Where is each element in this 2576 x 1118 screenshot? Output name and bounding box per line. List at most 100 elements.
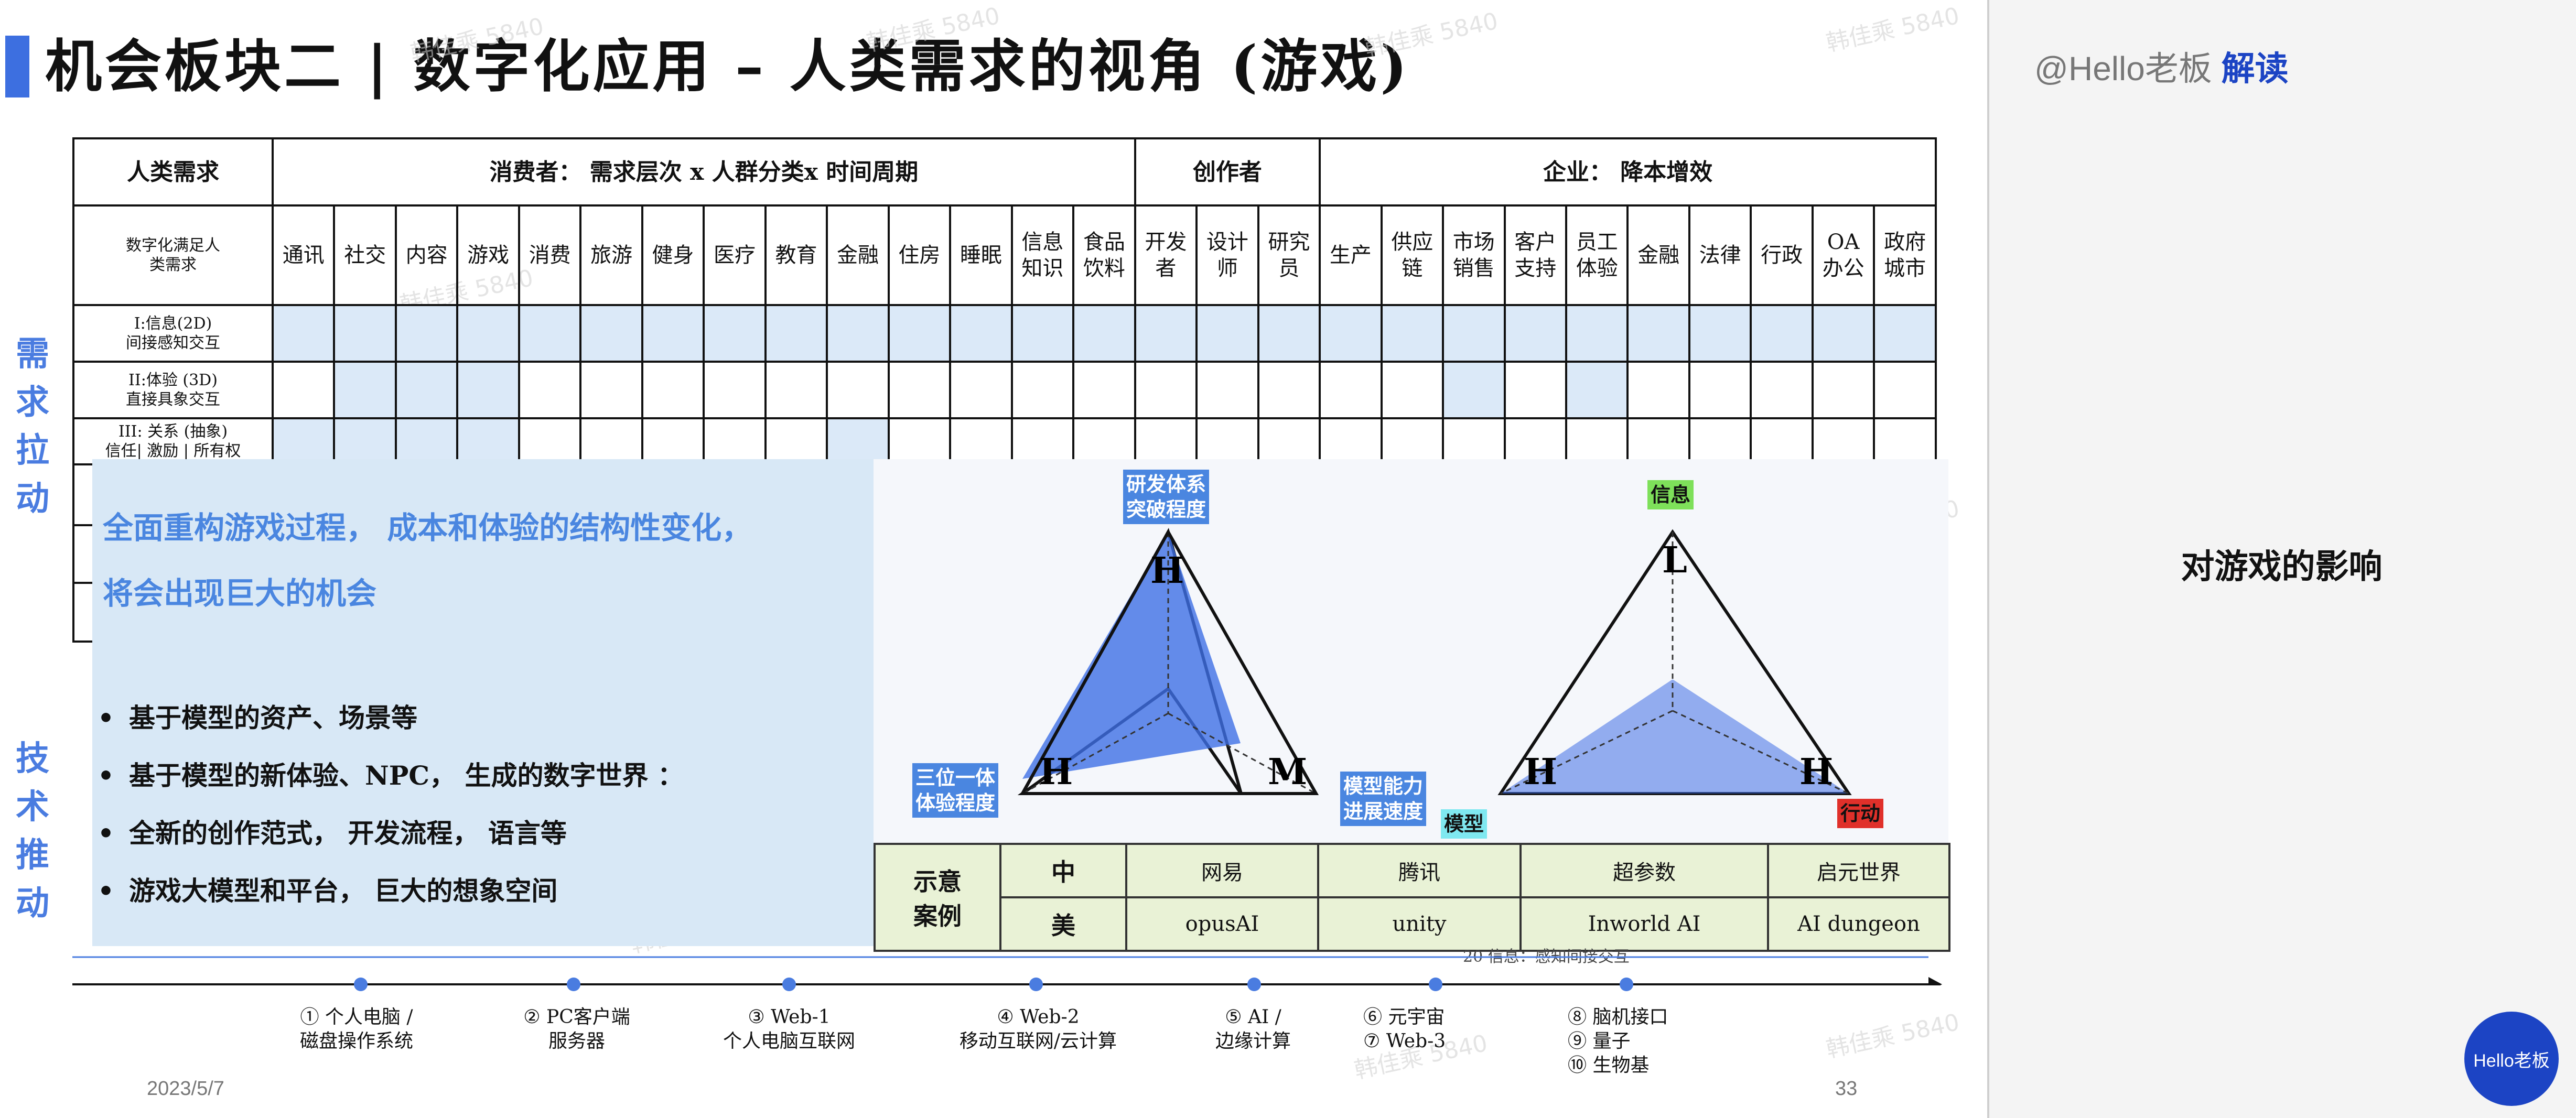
matrix-cell <box>826 361 890 419</box>
tech-push-char: 推 <box>16 835 49 875</box>
timeline-label-line: ⑥ 元宇宙 <box>1363 1006 1445 1028</box>
row-label-line: III: 关系 (抽象) <box>118 422 228 441</box>
matrix-cell <box>1319 417 1383 465</box>
matrix-cell <box>1010 417 1075 465</box>
matrix-cell <box>1134 417 1198 465</box>
column-header: 法律 <box>1688 204 1752 306</box>
column-header: 设计师 <box>1195 204 1259 306</box>
column-header: 行政 <box>1750 204 1814 306</box>
demand-pull-label: 需 求 拉 动 <box>12 330 53 523</box>
examples-label: 示意 案例 <box>874 843 1001 952</box>
timeline-label-line: ② PC客户端 <box>523 1006 630 1028</box>
matrix-cell <box>1688 361 1752 419</box>
timeline-label-line: 服务器 <box>548 1030 605 1052</box>
matrix-cell <box>1442 417 1506 465</box>
matrix-cell <box>949 304 1013 363</box>
matrix-cell <box>1442 304 1506 363</box>
tag-model-progress: 模型能力 进展速度 <box>1340 772 1427 826</box>
timeline-label: ⑤ AI / 边缘计算 <box>1180 1005 1327 1054</box>
matrix-cell <box>579 361 643 419</box>
bullet-text: 基于模型的新体验、NPC， 生成的数字世界 ： <box>129 760 684 791</box>
matrix-cell <box>1319 304 1383 363</box>
triangle-right-axis <box>1500 710 1673 795</box>
tag-model: 模型 <box>1441 809 1488 839</box>
timeline-label-line: 边缘计算 <box>1215 1030 1291 1052</box>
tag-information: 信息 <box>1647 480 1694 509</box>
timeline-label-line: ① 个人电脑 / <box>300 1006 413 1028</box>
matrix-cell <box>333 417 397 465</box>
footer-date: 2023/5/7 <box>147 1078 224 1100</box>
column-header: 信息知识 <box>1010 204 1075 306</box>
timeline-dot <box>1429 978 1442 991</box>
tag-line: 体验程度 <box>915 791 996 815</box>
timeline-label-line: ⑩ 生物基 <box>1568 1055 1650 1076</box>
column-header: 教育 <box>764 204 828 306</box>
bullet-item: •全新的创作范式， 开发流程， 语言等 <box>98 818 567 849</box>
triangle-right-vertex-top: L <box>1662 539 1687 581</box>
column-header: 金融 <box>1626 204 1690 306</box>
tech-push-label: 技 术 推 动 <box>12 735 53 928</box>
column-header: 游戏 <box>456 204 520 306</box>
matrix-cell <box>1750 417 1814 465</box>
table-row: II:体验 (3D)直接具象交互 <box>72 361 1937 419</box>
timeline-label-line: ⑨ 量子 <box>1568 1030 1631 1052</box>
example-cell: AI dungeon <box>1767 896 1950 952</box>
timeline-label-line: 移动互联网/云计算 <box>959 1030 1117 1052</box>
matrix-cell <box>518 304 582 363</box>
matrix-cell <box>641 417 705 465</box>
matrix-cell <box>764 304 828 363</box>
bracket-line <box>72 461 74 643</box>
brand-logo[interactable]: Hello老板 <box>2464 1012 2559 1106</box>
column-header: 供应链 <box>1380 204 1445 306</box>
header-enterprise: 企业： 降本增效 <box>1319 137 1937 207</box>
tag-line: 研发体系 <box>1126 472 1206 496</box>
triangle-right-axis <box>1672 710 1849 795</box>
column-header: 金融 <box>826 204 890 306</box>
examples-label-line: 示意 <box>913 867 962 896</box>
bracket-tick <box>72 524 92 526</box>
row-label-line: 间接感知交互 <box>126 334 220 352</box>
triangle-right-area <box>1501 679 1849 794</box>
timeline-label-line: ⑧ 脑机接口 <box>1568 1006 1668 1028</box>
bullet-text: 基于模型的资产、场景等 <box>129 702 417 733</box>
table-row: III: 关系 (抽象)信任| 激励 | 所有权 <box>72 417 1937 465</box>
bracket-tick <box>72 582 92 584</box>
column-header: 住房 <box>887 204 952 306</box>
matrix-cell <box>1873 361 1937 419</box>
matrix-cell <box>1503 417 1567 465</box>
bullet-item: •基于模型的新体验、NPC， 生成的数字世界 ： <box>98 760 684 791</box>
triangle-right-vertex-right: H <box>1799 751 1833 793</box>
timeline-label: ④ Web-2 移动互联网/云计算 <box>939 1005 1138 1054</box>
column-header: 研究员 <box>1257 204 1321 306</box>
column-header: 开发者 <box>1134 204 1198 306</box>
column-header: 旅游 <box>579 204 643 306</box>
timeline-dot <box>1620 978 1633 991</box>
triangle-left-area <box>1022 532 1241 779</box>
timeline-label-line: ③ Web-1 <box>748 1006 831 1028</box>
matrix-cell <box>1811 361 1876 419</box>
header-human-needs: 人类需求 <box>72 137 274 207</box>
matrix-cell <box>1380 361 1445 419</box>
triangle-right: L H H <box>1497 529 1852 795</box>
matrix-cell <box>703 417 767 465</box>
column-header: OA办公 <box>1811 204 1876 306</box>
column-header: 市场销售 <box>1442 204 1506 306</box>
matrix-cell <box>1195 417 1259 465</box>
example-cell: 启元世界 <box>1767 843 1950 898</box>
column-header: 社交 <box>333 204 397 306</box>
matrix-cell <box>1873 304 1937 363</box>
table-header-row: 人类需求 消费者： 需求层次 x 人群分类x 时间周期 创作者 企业： 降本增效 <box>72 137 1937 207</box>
bullet-item: •基于模型的资产、场景等 <box>98 702 417 733</box>
matrix-cell <box>1565 304 1629 363</box>
triangle-left: H H M <box>1017 528 1319 795</box>
timeline-label-line: 磁盘操作系统 <box>299 1030 413 1052</box>
matrix-cell <box>579 417 643 465</box>
triangle-left-vertex-right: M <box>1268 751 1307 793</box>
matrix-cell <box>1010 361 1075 419</box>
matrix-cell <box>1811 417 1876 465</box>
demand-pull-char: 拉 <box>16 431 49 470</box>
timeline-label-line: ④ Web-2 <box>997 1006 1080 1028</box>
matrix-cell <box>1688 417 1752 465</box>
column-header: 政府城市 <box>1873 204 1937 306</box>
timeline-label-line: ⑤ AI / <box>1225 1006 1281 1028</box>
